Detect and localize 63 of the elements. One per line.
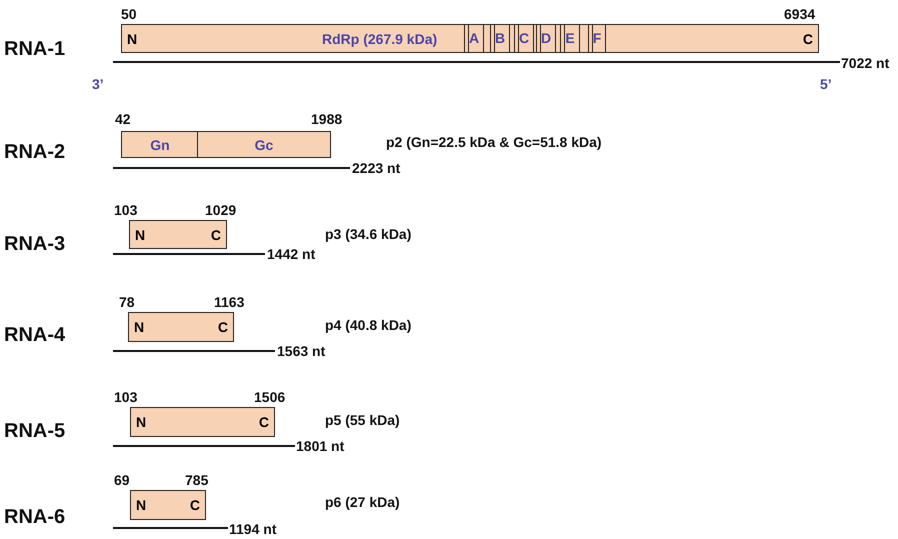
length-label: 7022 nt: [841, 55, 890, 71]
strand-end-label: 3’: [92, 76, 104, 92]
motif-label: F: [592, 30, 602, 46]
terminus-label: C: [802, 31, 813, 47]
segment-label: RNA-6: [4, 506, 66, 528]
protein-label: p4 (40.8 kDa): [325, 317, 412, 333]
terminus-label: C: [190, 497, 200, 513]
terminus-label: N: [135, 227, 146, 243]
orf-box: [128, 312, 234, 342]
protein-label: p6 (27 kDa): [325, 494, 400, 510]
position-label: 103: [114, 202, 138, 218]
protein-label: Gc: [254, 137, 274, 153]
orf-box: [121, 131, 199, 158]
position-label: 50: [121, 6, 137, 22]
position-label: 6934: [784, 6, 816, 22]
length-label: 1563 nt: [277, 343, 326, 359]
orf-box: [129, 220, 227, 249]
length-label: 1442 nt: [267, 246, 316, 262]
motif-label: A: [468, 30, 480, 46]
orf-box: [121, 24, 819, 53]
terminus-label: C: [218, 319, 228, 335]
length-label: 1194 nt: [229, 521, 276, 537]
length-label: 2223 nt: [352, 160, 400, 176]
motif-box: [514, 25, 534, 52]
position-label: 1506: [254, 389, 286, 405]
terminus-label: N: [136, 497, 146, 513]
orf-box: [197, 131, 331, 158]
protein-label: p3 (34.6 kDa): [325, 226, 412, 242]
orf-box: [130, 407, 275, 437]
terminus-label: N: [134, 319, 144, 335]
motif-box: [560, 25, 580, 52]
position-label: 1029: [205, 202, 236, 218]
motif-label: B: [494, 30, 506, 46]
segment-label: RNA-1: [4, 38, 66, 60]
motif-box: [536, 25, 556, 52]
strand-end-label: 5’: [820, 76, 832, 92]
position-label: 42: [115, 111, 131, 127]
position-label: 1988: [311, 111, 342, 127]
motif-label: E: [564, 30, 576, 46]
length-label: 1801 nt: [296, 438, 344, 454]
segment-label: RNA-5: [4, 420, 66, 442]
terminus-label: N: [136, 414, 146, 430]
segment-label: RNA-4: [4, 324, 66, 346]
segment-label: RNA-3: [4, 233, 66, 255]
position-label: 103: [114, 389, 138, 405]
protein-label: p2 (Gn=22.5 kDa & Gc=51.8 kDa): [386, 134, 602, 150]
motif-box: [588, 25, 606, 52]
protein-label: Gn: [149, 137, 171, 153]
position-label: 785: [185, 472, 208, 488]
terminus-label: C: [210, 227, 221, 243]
terminus-label: C: [258, 414, 269, 430]
motif-label: C: [518, 30, 530, 46]
protein-label: p5 (55 kDa): [325, 412, 400, 428]
terminus-label: N: [127, 31, 138, 47]
segment-label: RNA-2: [4, 141, 66, 163]
motif-box: [464, 25, 484, 52]
motif-label: D: [540, 30, 552, 46]
orf-box: [130, 490, 206, 520]
protein-label: RdRp (267.9 kDa): [322, 31, 438, 47]
position-label: 1163: [214, 294, 244, 310]
motif-box: [490, 25, 510, 52]
position-label: 78: [119, 294, 135, 310]
position-label: 69: [114, 472, 130, 488]
